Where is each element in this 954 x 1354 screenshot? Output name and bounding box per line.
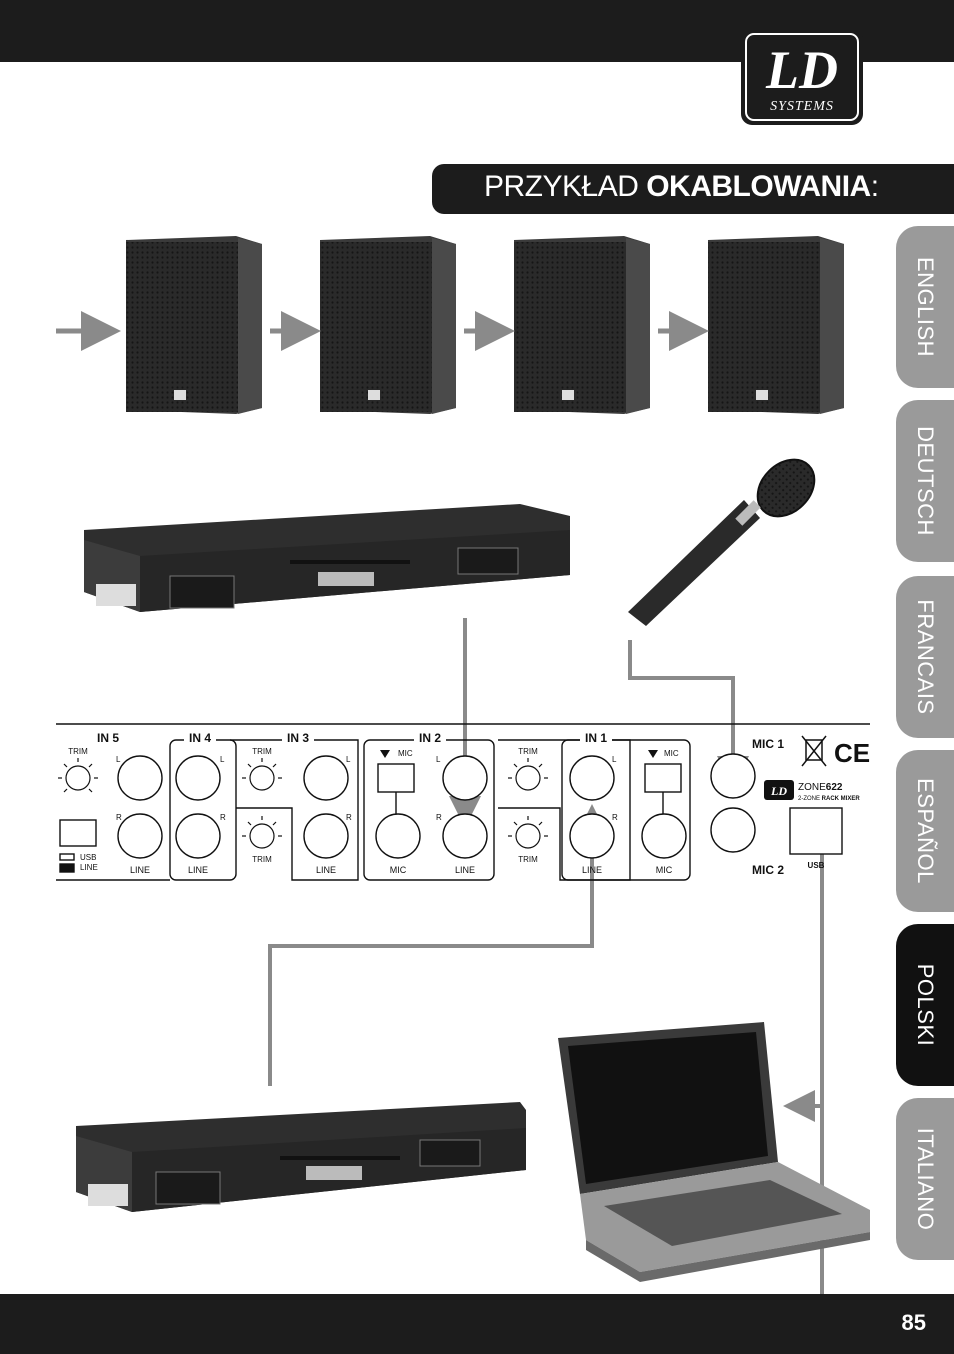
- weee-icon: [801, 735, 827, 767]
- svg-text:SYSTEMS: SYSTEMS: [770, 99, 834, 114]
- label-usb-switch: USB: [80, 853, 96, 862]
- label-mic-pad-in2: MIC: [398, 749, 413, 758]
- title-suffix: :: [870, 170, 879, 203]
- footer-bar: [0, 1294, 954, 1354]
- label-usb-port: USB: [808, 861, 825, 870]
- tab-francais[interactable]: FRANCAIS: [896, 576, 954, 738]
- svg-text:LD: LD: [770, 784, 787, 798]
- pad-indicator-in2: [380, 750, 390, 758]
- label-l-in5: L: [116, 755, 121, 764]
- tab-deutsch[interactable]: DEUTSCH: [896, 400, 954, 562]
- pad-indicator-in1: [648, 750, 658, 758]
- speaker-3: [514, 236, 650, 414]
- label-l-in4: L: [220, 755, 225, 764]
- label-in4: IN 4: [189, 731, 211, 745]
- knob-ticks: [58, 758, 548, 837]
- tab-espanol[interactable]: ESPAÑOL: [896, 750, 954, 912]
- label-trim-in1-bottom: TRIM: [518, 855, 538, 864]
- label-mic2: MIC 2: [752, 863, 784, 877]
- jacks: [117, 753, 756, 859]
- label-in3: IN 3: [287, 731, 309, 745]
- model-desc-a: 2-ZONE: [798, 796, 822, 802]
- svg-text:ZONE622: ZONE622: [798, 782, 843, 793]
- speaker-2: [320, 236, 456, 414]
- rack-mixer-bottom: [76, 1102, 526, 1212]
- tab-english[interactable]: ENGLISH: [896, 226, 954, 388]
- label-line-in3: LINE: [316, 865, 336, 875]
- label-trim-in1-top: TRIM: [518, 747, 538, 756]
- label-line-in2: LINE: [455, 865, 475, 875]
- page-number: 85: [901, 1310, 926, 1335]
- tab-italiano[interactable]: ITALIANO: [896, 1098, 954, 1260]
- label-r-in3: R: [346, 813, 352, 822]
- label-line-in5: LINE: [130, 865, 150, 875]
- trim-knobs: [65, 765, 541, 849]
- ce-mark-icon: CE: [834, 738, 870, 768]
- label-mic-in2: MIC: [390, 865, 407, 875]
- label-in2: IN 2: [419, 731, 441, 745]
- label-l-in3: L: [346, 755, 351, 764]
- page-title: PRZYKŁAD OKABLOWANIA:: [484, 170, 879, 204]
- microphone: [628, 458, 816, 626]
- label-l-in2: L: [436, 755, 441, 764]
- svg-text:2-ZONE RACK MIXER: 2-ZONE RACK MIXER: [798, 796, 860, 802]
- label-r-in2: R: [436, 813, 442, 822]
- section-title-bar: PRZYKŁAD OKABLOWANIA:: [432, 164, 954, 214]
- model-number: 622: [826, 782, 843, 793]
- label-r-in1: R: [612, 813, 618, 822]
- model-badge: LD ZONE622 2-ZONE RACK MIXER: [764, 780, 860, 802]
- label-r-in4: R: [220, 813, 226, 822]
- label-trim-in3-top: TRIM: [252, 747, 272, 756]
- model-prefix: ZONE: [798, 782, 826, 793]
- label-mic-in1: MIC: [656, 865, 673, 875]
- label-line-in1: LINE: [582, 865, 602, 875]
- label-trim-in5: TRIM: [68, 747, 88, 756]
- label-mic1: MIC 1: [752, 737, 784, 751]
- switches: [59, 763, 843, 873]
- label-line-switch: LINE: [80, 863, 98, 872]
- label-l-in1: L: [612, 755, 617, 764]
- title-bold: OKABLOWANIA: [646, 170, 871, 203]
- laptop: [558, 1022, 870, 1282]
- ld-systems-logo: LD SYSTEMS: [741, 29, 863, 125]
- label-line-in4: LINE: [188, 865, 208, 875]
- model-desc-b: RACK MIXER: [822, 796, 861, 802]
- label-trim-in3-bottom: TRIM: [252, 855, 272, 864]
- tab-polski[interactable]: POLSKI: [896, 924, 954, 1086]
- rack-mixer-top: [84, 504, 570, 612]
- title-prefix: PRZYKŁAD: [484, 170, 647, 203]
- label-in1: IN 1: [585, 731, 607, 745]
- svg-text:LD: LD: [765, 40, 838, 100]
- label-mic-pad-in1: MIC: [664, 749, 679, 758]
- speaker-4: [708, 236, 844, 414]
- label-in5: IN 5: [97, 731, 119, 745]
- speaker-1: [126, 236, 262, 414]
- label-r-in5: R: [116, 813, 122, 822]
